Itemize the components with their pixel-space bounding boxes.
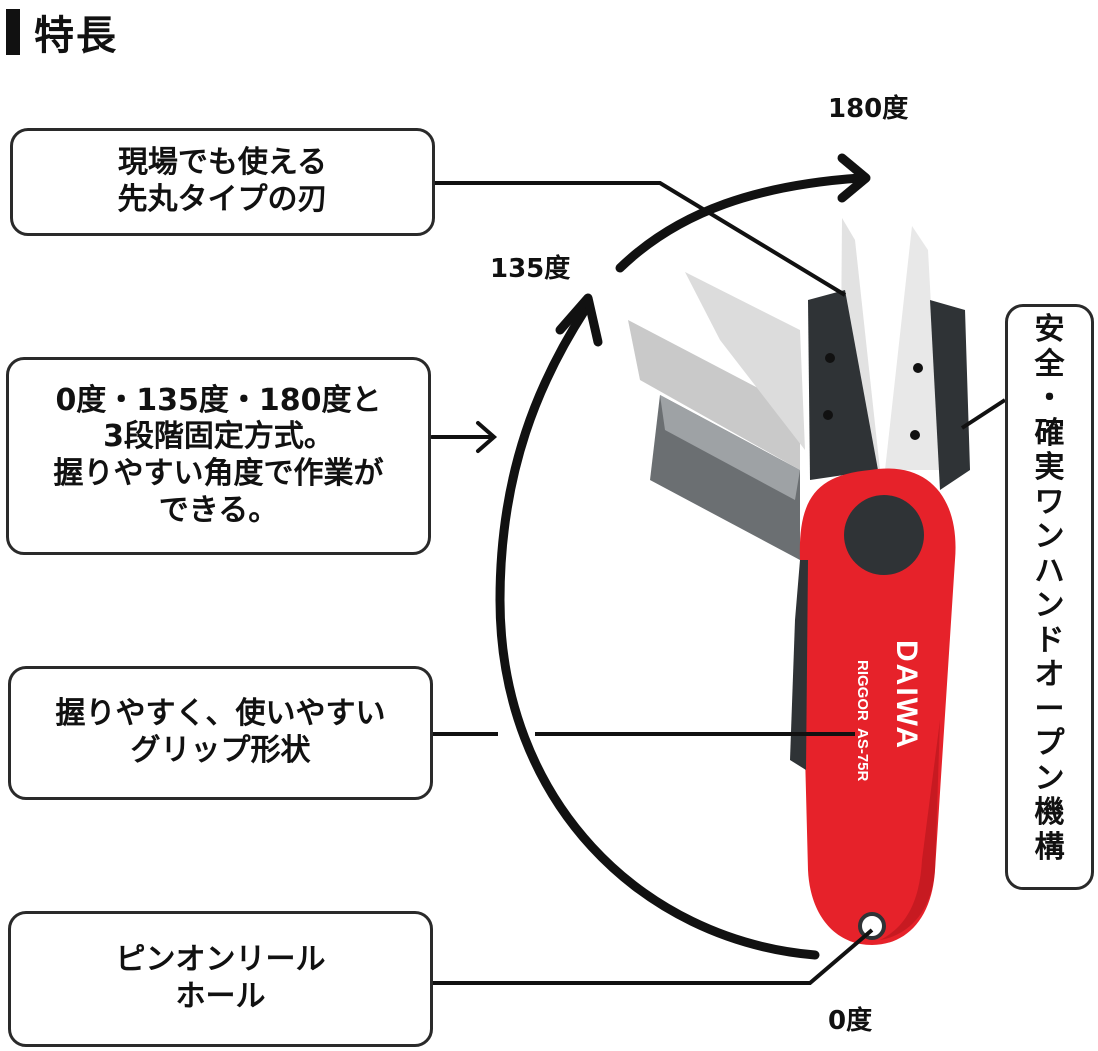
vertical-char: ン [1034, 760, 1065, 796]
angle-label-180: 180度 [828, 94, 909, 124]
callout-line: 握りやすい角度で作業が [53, 456, 384, 491]
heading-marker [6, 9, 20, 55]
callout-line: できる。 [158, 492, 279, 528]
leader-tip [435, 181, 847, 297]
vertical-char: 全 [1034, 346, 1065, 382]
callout-blade-tip: 現場でも使える 先丸タイプの刃 [10, 128, 435, 236]
model-name: RIGGOR [854, 660, 871, 721]
vertical-char: ワ [1034, 484, 1065, 520]
callout-line: 3段階固定方式。 [103, 419, 334, 455]
vertical-char: ン [1034, 519, 1065, 554]
vertical-char: ・ [1034, 381, 1065, 416]
heading-title: 特長 [34, 13, 118, 59]
vertical-char: 機 [1034, 795, 1065, 830]
vertical-char: 安 [1034, 312, 1065, 347]
blade-main [808, 218, 970, 490]
vertical-char: オ [1034, 657, 1065, 692]
blade-180-ghost [685, 272, 805, 450]
angle-label-0: 0度 [828, 1006, 873, 1036]
leader-safety [960, 398, 1007, 430]
callout-angle-lock: 0度・135度・180度と 3段階固定方式。 握りやすい角度で作業が できる。 [6, 357, 431, 555]
vertical-char: ハ [1034, 553, 1065, 589]
vertical-char: 確 [1034, 415, 1065, 451]
leader-reel [433, 928, 874, 985]
vertical-char: ー [1034, 691, 1065, 727]
handle: DAIWA RIGGOR AS-75R [790, 468, 956, 945]
blade-0deg-ghost [650, 395, 800, 560]
vertical-char: ン [1034, 588, 1065, 623]
vertical-char: ド [1034, 622, 1065, 658]
callout-line: 現場でも使える [117, 145, 328, 181]
upper-arc [615, 173, 865, 273]
callout-line: 握りやすく、使いやすい [55, 696, 386, 732]
brand-logo: DAIWA [890, 640, 923, 750]
model-code: AS-75R [854, 728, 871, 782]
vertical-char: 構 [1034, 829, 1065, 865]
vertical-char: 実 [1034, 450, 1065, 485]
vertical-char: プ [1034, 726, 1065, 761]
callout-line: ピンオンリール [115, 942, 326, 978]
leader-angles [430, 421, 498, 453]
callout-line: ホール [175, 979, 266, 1014]
section-heading: 特長 [6, 6, 118, 59]
angle-label-135: 135度 [490, 254, 571, 284]
callout-pin-on-reel: ピンオンリール ホール [8, 911, 433, 1047]
arrow-head-180 [837, 153, 871, 203]
callout-line: 0度・135度・180度と [55, 382, 382, 418]
arrow-head-135 [555, 293, 603, 347]
callout-grip: 握りやすく、使いやすい グリップ形状 [8, 666, 433, 800]
rotation-arc [495, 305, 820, 960]
callout-line: グリップ形状 [130, 733, 311, 768]
callout-line: 先丸タイプの刃 [117, 182, 328, 217]
callout-one-hand-open: 安 全 ・ 確 実 ワ ン ハ ン ド オ ー プ ン 機 構 [1005, 304, 1094, 890]
